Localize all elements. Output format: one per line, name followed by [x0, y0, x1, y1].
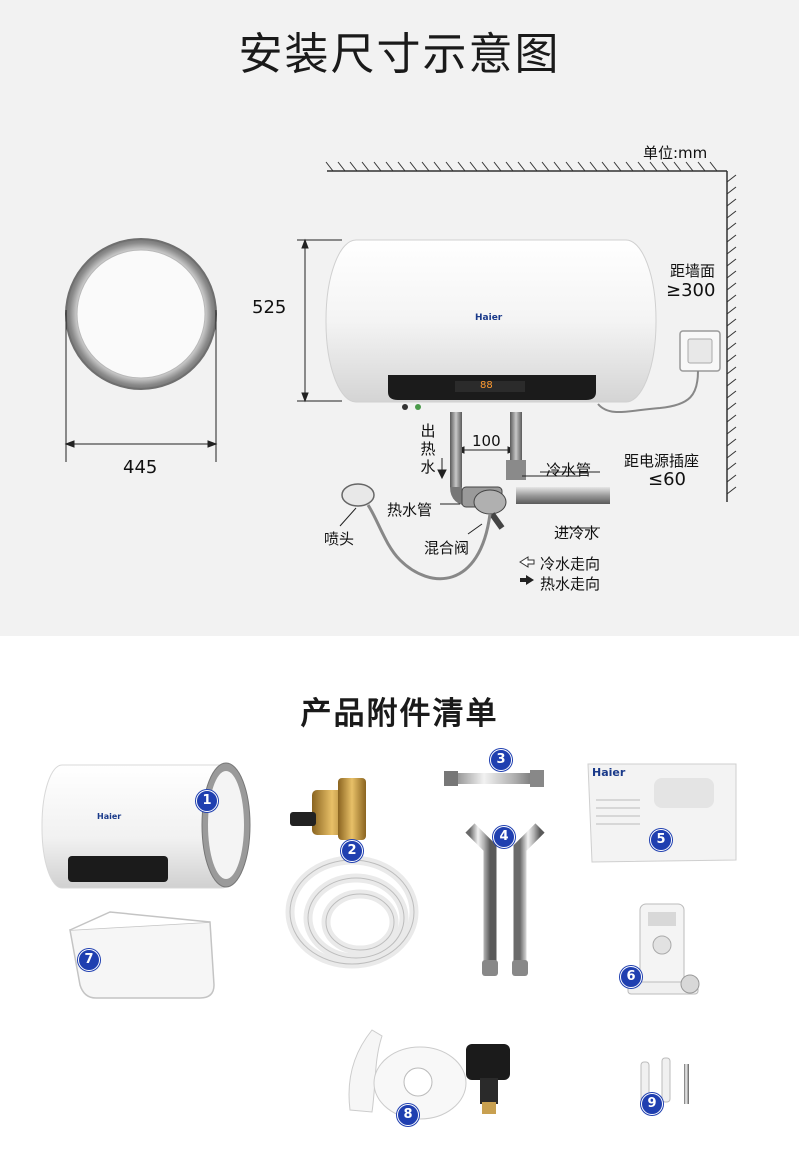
- manual-brand-logo: Haier: [592, 766, 626, 779]
- cold-inlet-pipe: [516, 471, 610, 504]
- hot-pipe-label: 热水管: [387, 501, 433, 519]
- accessory-safety-valve-hose: [285, 778, 419, 969]
- badge-2: 2: [341, 840, 363, 862]
- mixing-valve-label: 混合阀: [424, 539, 470, 557]
- accessory-shower-set: [348, 1029, 510, 1120]
- page-title: 安装尺寸示意图: [238, 29, 561, 80]
- pipe-spacing-value: 100: [472, 432, 501, 450]
- accessory-remote-control: [627, 903, 700, 995]
- accessory-brand-logo: Haier: [97, 812, 122, 821]
- power-socket: [597, 330, 721, 414]
- legend-cold-flow: 冷水走向: [540, 555, 601, 573]
- height-value: 525: [252, 297, 287, 318]
- legend-hot-flow: 热水走向: [540, 575, 601, 593]
- mixing-valve-body: [461, 486, 507, 530]
- side-view-ring: [65, 238, 217, 390]
- shower-hose: [341, 483, 492, 581]
- accessory-manual: [587, 763, 737, 863]
- install-diagram: [64, 161, 737, 585]
- socket-distance-value: ≤60: [648, 469, 686, 490]
- cold-in-label: 进冷水: [554, 524, 600, 542]
- water-heater-tank: [325, 239, 657, 410]
- badge-1: 1: [196, 790, 218, 812]
- accessory-expansion-bolt: [444, 770, 544, 787]
- badge-9: 9: [641, 1093, 663, 1115]
- socket-distance-label: 距电源插座: [624, 452, 700, 470]
- cold-water-pipe: [506, 412, 526, 480]
- unit-label: 单位:mm: [643, 144, 708, 162]
- width-value: 445: [123, 457, 158, 478]
- badge-3: 3: [490, 749, 512, 771]
- wall-hatch: [726, 171, 737, 502]
- accessory-water-heater: [41, 762, 251, 889]
- badge-5: 5: [650, 829, 672, 851]
- cold-pipe-label: 冷水管: [546, 461, 592, 479]
- hot-out-label: 出热水: [420, 422, 436, 476]
- display-digits: 88: [480, 380, 493, 391]
- badge-7: 7: [78, 949, 100, 971]
- wall-distance-label: 距墙面: [670, 262, 716, 280]
- accessories-title: 产品附件清单: [300, 696, 499, 732]
- legend-arrows: [519, 556, 535, 585]
- shower-head-label: 喷头: [324, 530, 355, 548]
- wall-distance-value: ≥300: [666, 280, 716, 301]
- brand-logo-text: Haier: [475, 313, 503, 323]
- badge-4: 4: [493, 826, 515, 848]
- accessory-connecting-pipes: [465, 823, 545, 976]
- width-dimension: [64, 310, 218, 462]
- ceiling-hatch: [325, 161, 727, 172]
- badge-8: 8: [397, 1104, 419, 1126]
- badge-6: 6: [620, 966, 642, 988]
- accessory-bottom-cover: [69, 911, 215, 999]
- leader-lines: [339, 458, 600, 535]
- height-dimension: [297, 238, 342, 403]
